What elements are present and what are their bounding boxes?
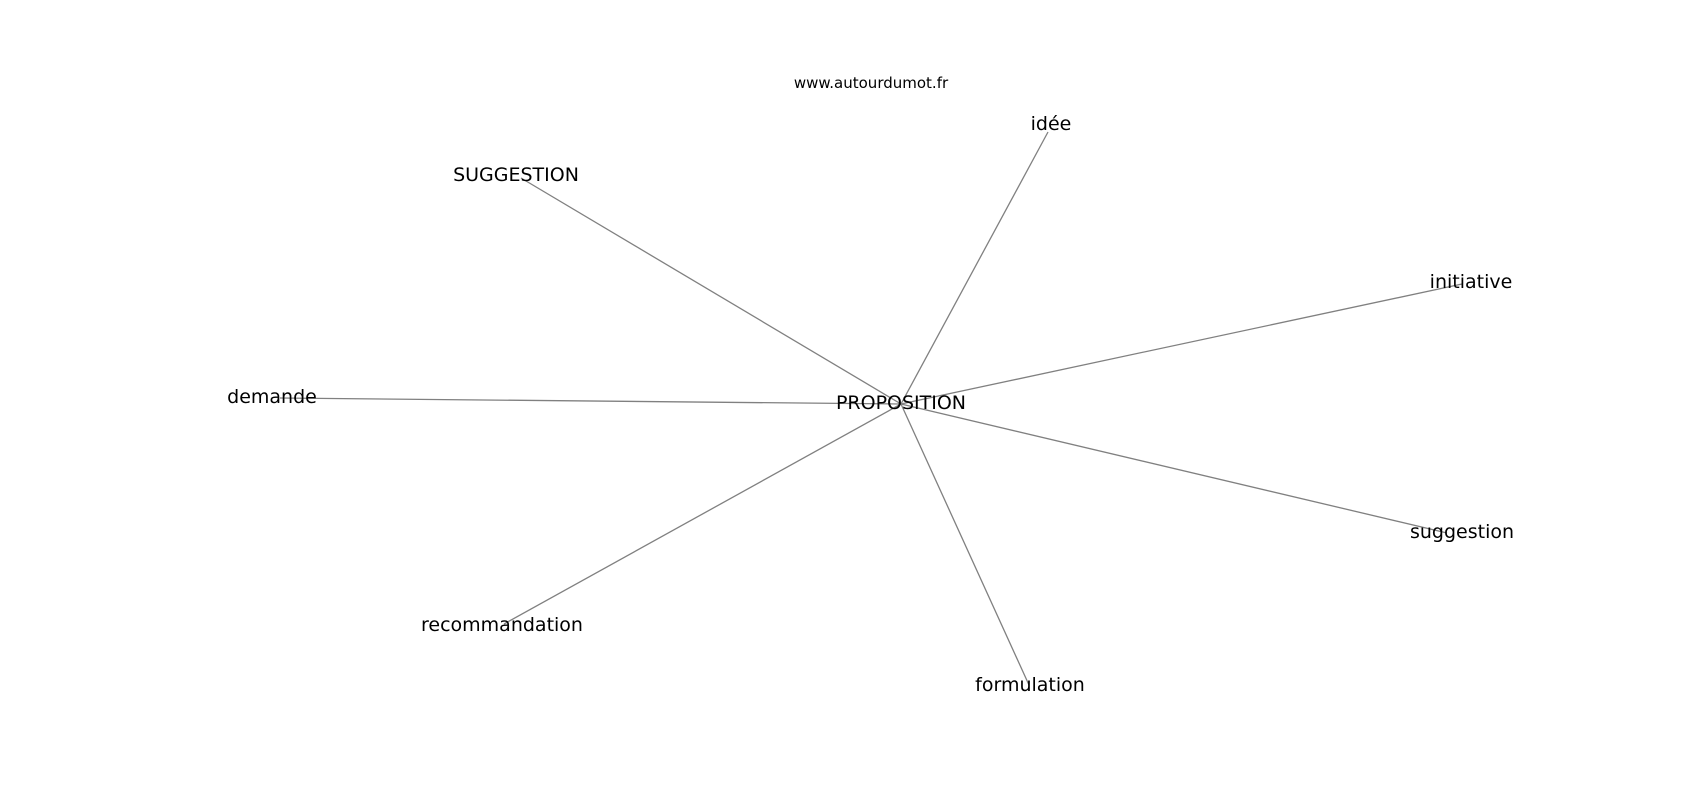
word-node-suggestion[interactable]: suggestion [1410,521,1514,543]
source-website[interactable]: www.autourdumot.fr [794,74,949,92]
edge-recommandation [503,403,902,625]
word-node-suggestion-upper[interactable]: SUGGESTION [453,164,579,186]
word-node-idee[interactable]: idée [1031,113,1072,135]
edge-idee [900,131,1049,405]
center-word-node[interactable]: PROPOSITION [836,392,966,414]
edge-initiative [900,283,1463,405]
edge-suggestion-upper [520,177,902,405]
graph-edges [279,131,1463,686]
word-node-formulation[interactable]: formulation [975,674,1085,696]
word-node-initiative[interactable]: initiative [1430,271,1513,293]
edge-suggestion [900,403,1448,534]
edge-demande [279,397,902,405]
word-node-demande[interactable]: demande [227,386,317,408]
word-node-recommandation[interactable]: recommandation [421,614,583,636]
edge-formulation [900,403,1030,686]
